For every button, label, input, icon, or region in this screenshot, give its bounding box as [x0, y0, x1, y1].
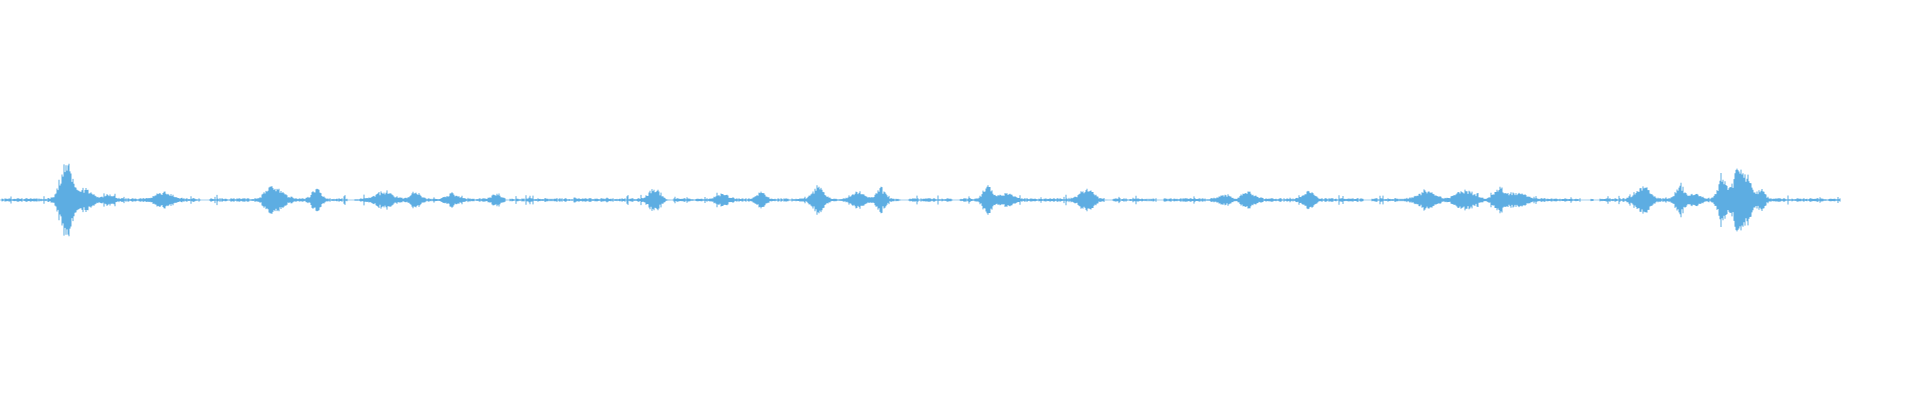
- waveform-trace: [1, 163, 1841, 237]
